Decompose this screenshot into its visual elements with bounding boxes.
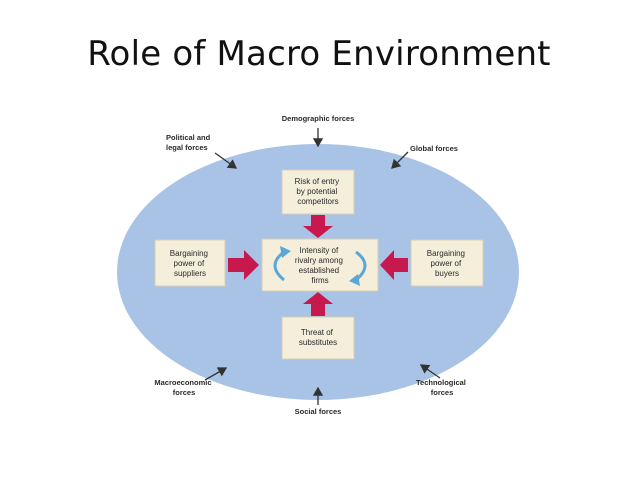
arrow-buyers-to-rivalry	[380, 250, 408, 280]
arrow-entry-to-rivalry	[303, 215, 333, 238]
force-macroeconomic: Macroeconomic forces	[154, 378, 213, 397]
cycle-arrow-left	[273, 250, 285, 282]
force-social: Social forces	[295, 407, 342, 416]
box-supplier-power	[154, 239, 226, 287]
box-buyer-power	[410, 239, 484, 287]
slide-title: Role of Macro Environment	[87, 34, 551, 74]
box-risk-of-entry	[281, 169, 355, 215]
box-substitutes	[281, 316, 355, 360]
pointer-global	[391, 151, 409, 169]
label-supplier-power: Bargaining power of suppliers	[170, 249, 210, 278]
force-technological: Technological forces	[416, 378, 468, 397]
force-political-legal: Political and legal forces	[166, 133, 212, 152]
cycle-arrow-right	[355, 250, 367, 282]
label-risk-of-entry: Risk of entry by potential competitors	[295, 177, 342, 206]
label-buyer-power: Bargaining power of buyers	[427, 249, 467, 278]
cycle-arrow-right-head	[349, 274, 360, 286]
cycle-arrow-left-head	[280, 246, 291, 258]
force-global: Global forces	[410, 144, 458, 153]
pointer-political	[214, 152, 238, 169]
arrow-substitutes-to-rivalry	[303, 292, 333, 316]
label-rivalry: Intensity of rivalry among established f…	[295, 246, 345, 285]
pointer-macroeconomic	[204, 367, 228, 381]
label-substitutes: Threat of substitutes	[299, 328, 337, 347]
arrow-suppliers-to-rivalry	[228, 250, 259, 280]
force-demographic: Demographic forces	[282, 114, 355, 123]
pointer-technological	[419, 364, 441, 379]
